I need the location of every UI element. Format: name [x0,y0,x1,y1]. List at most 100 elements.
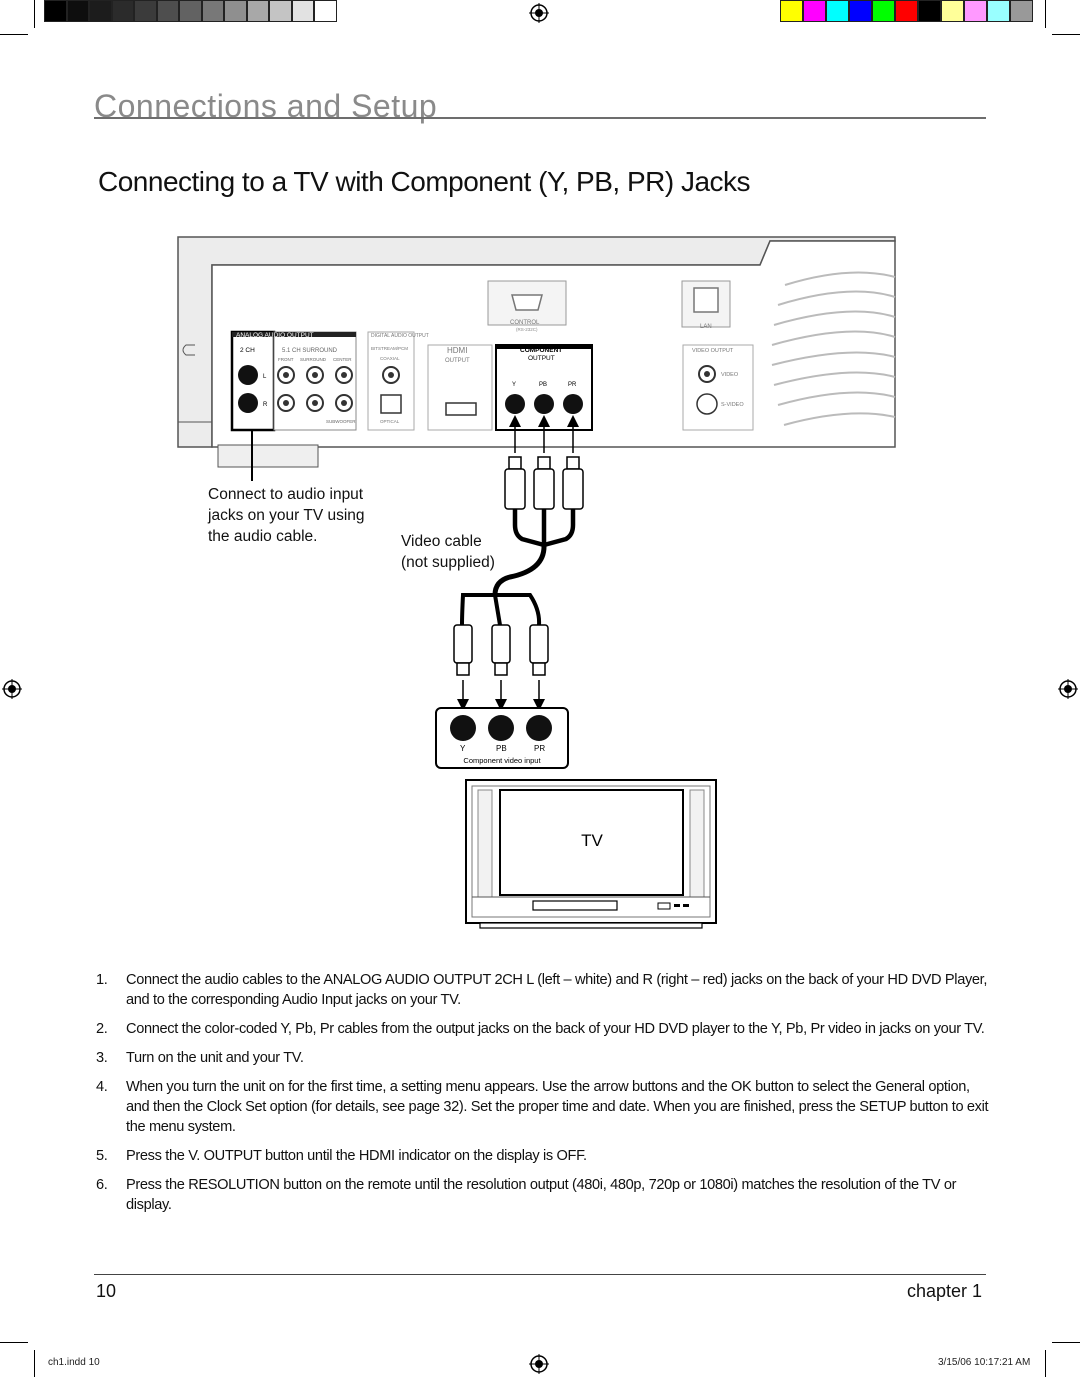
color-swatch [44,0,67,22]
connection-diagram: ANALOG AUDIO OUTPUT 2 CH 5.1 CH SURROUND… [177,236,896,929]
player-rear-panel: ANALOG AUDIO OUTPUT 2 CH 5.1 CH SURROUND… [177,236,896,468]
step-item: 3. Turn on the unit and your TV. [96,1048,996,1068]
color-swatch [872,0,895,22]
tv-input-y-label: Y [460,744,466,753]
surround-jacks [277,366,353,412]
color-swatch [780,0,803,22]
analog-audio-output-label: ANALOG AUDIO OUTPUT [236,332,314,339]
step-number: 6. [96,1177,108,1193]
footer-rule [94,1274,986,1275]
instruction-steps: 1. Connect the audio cables to the ANALOG… [96,970,996,1224]
color-swatch [291,0,314,22]
digital-audio-output-label: DIGITAL AUDIO OUTPUT [371,333,429,339]
lan-label: LAN [700,324,712,330]
lan-port-icon [693,287,719,313]
front-label: FRONT [278,357,294,362]
page-number: 10 [96,1281,117,1301]
rs232-port-icon [511,294,543,311]
step-item: 1. Connect the audio cables to the ANALOG… [96,970,996,1010]
right-channel-label: R [263,402,268,408]
tv-input-caption: Component video input [463,756,541,765]
print-slug-left: ch1.indd 10 [48,1357,100,1368]
tv-input-pb-label: PB [496,744,507,753]
step-number: 5. [96,1148,108,1164]
crop-mark [0,34,28,35]
optical-jack [380,394,402,414]
vent-grille [771,271,896,426]
component-output-label: OUTPUT [528,355,555,362]
step-text: Turn on the unit and your TV. [126,1050,304,1066]
s-video-jack [696,393,718,415]
tv-input-y-jack [450,715,476,741]
control-label: CONTROL [510,320,540,326]
tv-input-pr-label: PR [534,744,545,753]
color-swatch [156,0,179,22]
coaxial-label: COAXIAL [380,356,400,361]
step-number: 1. [96,972,108,988]
crop-mark [0,1342,28,1343]
crop-mark [34,1350,35,1377]
control-sub-label: (RS-232C) [516,327,538,332]
subwoofer-label: SUBWOOFER [326,419,356,424]
color-swatch [66,0,89,22]
color-swatch [803,0,826,22]
color-swatch [314,0,337,22]
center-label: CENTER [333,357,352,362]
color-swatch [1010,0,1033,22]
hdmi-output-label: OUTPUT [445,358,470,364]
component-pb-jack [534,394,554,414]
step-text: Connect the audio cables to the ANALOG A… [126,972,988,1008]
step-item: 4.When you turn the unit on for the firs… [96,1077,996,1137]
left-channel-label: L [263,374,267,380]
color-swatch [849,0,872,22]
registration-mark-icon [1058,679,1078,699]
color-swatch [941,0,964,22]
video-cable-callout-line-1: Video cable [401,533,482,550]
surround-label: SURROUND [300,357,327,362]
audio-callout-line-1: Connect to audio input [208,486,364,503]
color-swatch [179,0,202,22]
registration-mark-icon [529,1354,549,1374]
crop-mark [1045,1350,1046,1377]
page-title: Connecting to a TV with Component (Y, PB… [98,166,751,197]
color-swatch [269,0,292,22]
color-swatch [987,0,1010,22]
component-y-jack [505,394,525,414]
color-swatch [895,0,918,22]
color-swatch [246,0,269,22]
crop-mark [34,0,35,28]
color-swatch [89,0,112,22]
two-ch-label: 2 CH [240,347,255,354]
tv-label: TV [581,831,603,850]
audio-out-left-jack [238,365,258,385]
video-label: VIDEO [721,372,739,378]
step-item: 5.Press the V. OUTPUT button until the H… [96,1146,996,1166]
color-swatch [964,0,987,22]
audio-out-right-jack [238,393,258,413]
optical-label: OPTICAL [380,419,400,424]
chapter-label: chapter 1 [906,1281,982,1301]
crop-mark [1045,0,1046,28]
step-text: Press the RESOLUTION button on the remot… [126,1177,957,1213]
step-number: 3. [96,1050,108,1066]
audio-callout-line-3: the audio cable. [208,528,318,545]
component-video-cable [453,415,584,711]
crop-mark [1052,1342,1080,1343]
step-text: Connect the color-coded Y, Pb, Pr cables… [126,1021,985,1037]
color-swatch [201,0,224,22]
step-item: 6. Press the RESOLUTION button on the rem… [96,1175,996,1215]
video-cable-callout-line-2: (not supplied) [401,554,495,571]
video-cable-callout: Video cable (not supplied) [401,531,495,573]
color-bar [780,0,1040,24]
five-one-ch-label: 5.1 CH SURROUND [282,348,338,354]
hdmi-label: HDMI [447,346,467,355]
bitstream-label: BITSTREAM/PCM [371,346,408,351]
s-video-label: S-VIDEO [721,402,744,408]
component-pr-jack [563,394,583,414]
step-number: 4. [96,1079,108,1095]
registration-mark-icon [529,3,549,23]
tv-component-input-panel: Y PB PR Component video input [435,707,569,769]
step-number: 2. [96,1021,108,1037]
component-label: COMPONENT [520,347,562,354]
component-pr-label: PR [568,382,577,388]
